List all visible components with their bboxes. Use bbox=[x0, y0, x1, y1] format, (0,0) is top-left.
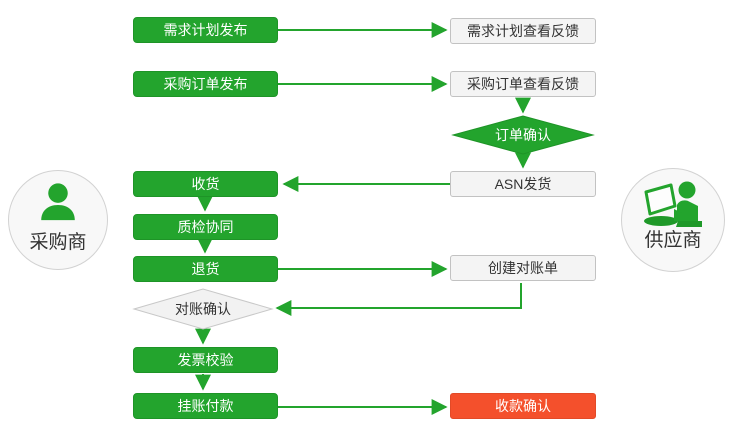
node-po-publish: 采购订单发布 bbox=[133, 71, 278, 97]
decision-statement-confirm-shape bbox=[132, 288, 274, 330]
supplier-label: 供应商 bbox=[644, 230, 702, 251]
supplier-avatar: 供应商 bbox=[621, 168, 725, 272]
node-po-feedback: 采购订单查看反馈 bbox=[450, 71, 596, 97]
node-create-statement: 创建对账单 bbox=[450, 255, 596, 281]
person-laptop-icon bbox=[644, 181, 702, 227]
node-demand-plan-publish: 需求计划发布 bbox=[133, 17, 278, 43]
node-return-goods: 退货 bbox=[133, 256, 278, 282]
buyer-avatar: 采购商 bbox=[8, 170, 108, 270]
person-icon bbox=[41, 183, 75, 221]
connector-statement-to-confirm bbox=[275, 283, 522, 316]
node-demand-plan-feedback: 需求计划查看反馈 bbox=[450, 18, 596, 44]
node-book-payment: 挂账付款 bbox=[133, 393, 278, 419]
node-receipt-confirm: 收款确认 bbox=[450, 393, 596, 419]
node-invoice-check: 发票校验 bbox=[133, 347, 278, 373]
node-quality-collab: 质检协同 bbox=[133, 214, 278, 240]
node-receive: 收货 bbox=[133, 171, 278, 197]
node-asn-ship: ASN发货 bbox=[450, 171, 596, 197]
decision-order-confirm-shape bbox=[451, 115, 595, 155]
buyer-label: 采购商 bbox=[29, 232, 87, 253]
